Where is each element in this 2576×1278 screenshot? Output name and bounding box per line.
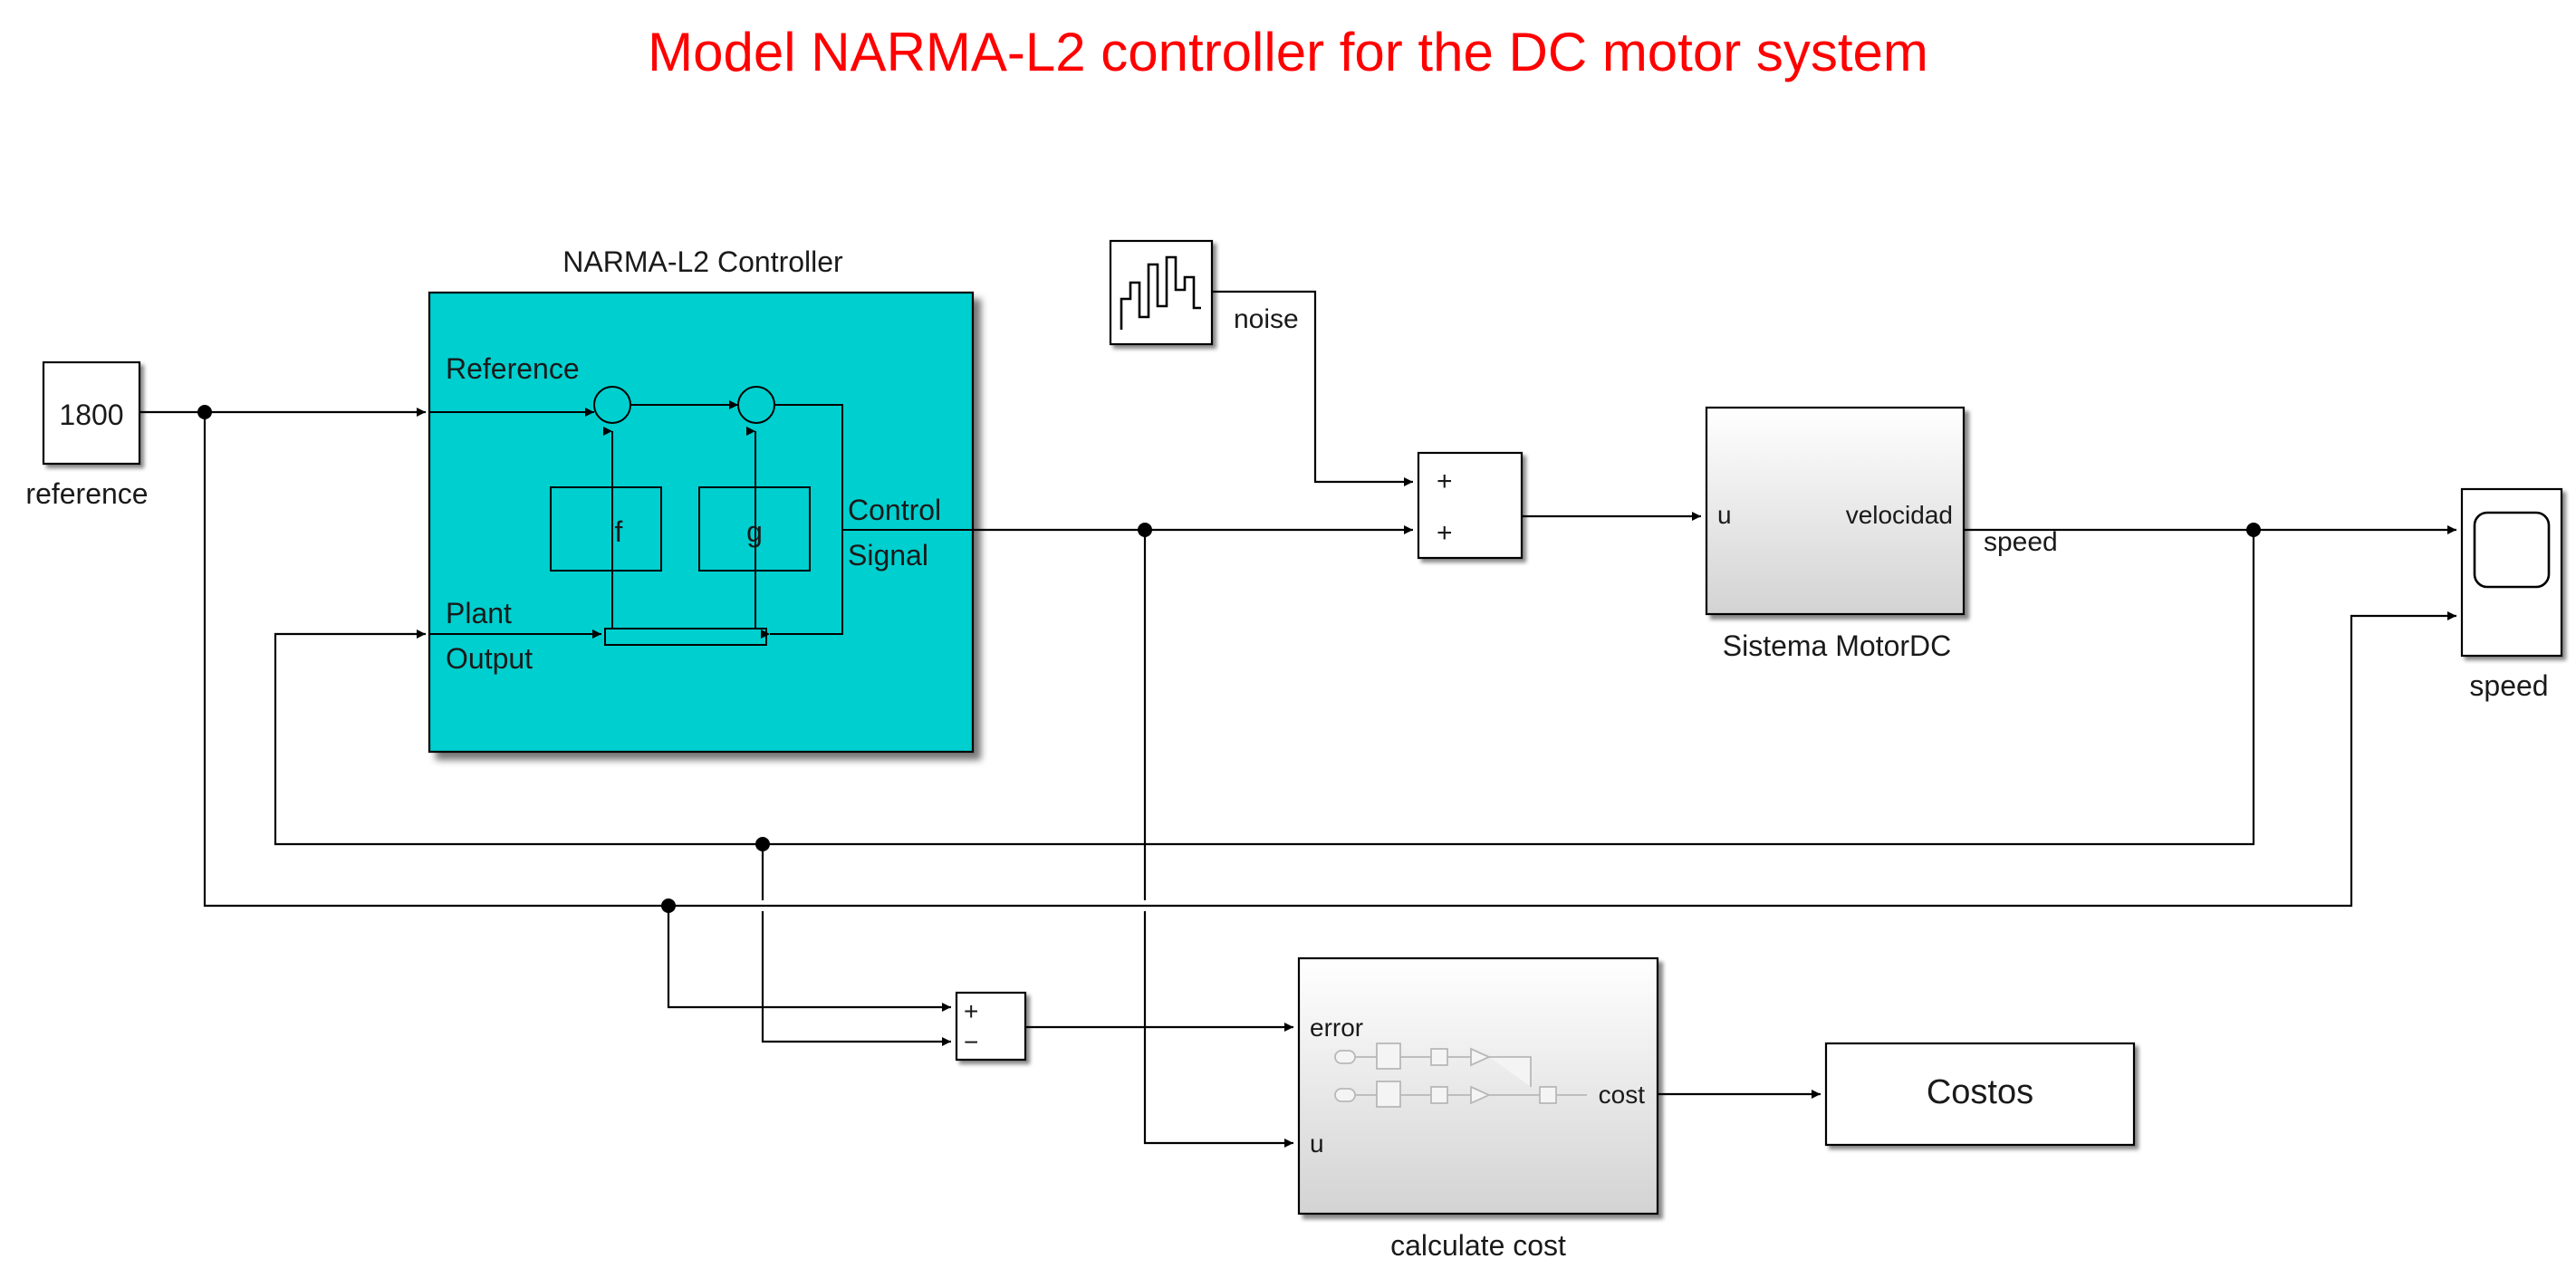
sum-block[interactable]: + +: [1417, 451, 1523, 560]
g-block-label: g: [746, 515, 763, 548]
subsystem-preview-icon: [1334, 1043, 1587, 1108]
reference-value: 1800: [59, 399, 123, 431]
calculate-cost-subsystem[interactable]: error u cost: [1297, 956, 1659, 1216]
sum-sign-1: +: [1437, 466, 1453, 496]
error-sum-block[interactable]: + −: [955, 991, 1027, 1062]
diagram-title: Model NARMA-L2 controller for the DC mot…: [648, 22, 1928, 82]
controller-reference-port: Reference: [446, 352, 580, 385]
error-sum-sign-1: +: [964, 997, 978, 1025]
noise-source-block[interactable]: [1109, 239, 1214, 346]
dc-motor-system-block[interactable]: u velocidad: [1705, 406, 1966, 616]
speed-signal-label: speed: [1984, 527, 2058, 557]
signal-lines: [139, 290, 2456, 1148]
controller-plant-port-line1: Plant: [446, 597, 512, 629]
motor-output-port: velocidad: [1846, 501, 1953, 529]
controller-control-port-line2: Signal: [848, 539, 928, 572]
f-function-block: [550, 486, 662, 572]
motor-block-label: Sistema MotorDC: [1723, 629, 1952, 662]
motor-input-port: u: [1717, 501, 1732, 529]
controller-plant-port-line2: Output: [446, 642, 533, 675]
cost-output-port: cost: [1599, 1081, 1646, 1109]
cost-error-port: error: [1310, 1014, 1363, 1042]
error-sum-sign-2: −: [964, 1028, 978, 1056]
branch-points: [197, 405, 2261, 913]
scope-icon: [2473, 511, 2551, 589]
f-block-label: f: [615, 515, 623, 548]
noise-signal-label: noise: [1234, 304, 1299, 334]
scope-block-label: speed: [2469, 669, 2548, 702]
controller-control-port-line1: Control: [848, 494, 941, 526]
reference-constant-block[interactable]: 1800: [42, 360, 141, 466]
cost-block-label: calculate cost: [1390, 1229, 1566, 1262]
narma-controller-title: NARMA-L2 Controller: [562, 245, 843, 278]
sum-sign-2: +: [1437, 518, 1453, 548]
narma-l2-controller-block[interactable]: Reference f g Plant Output Control Signa…: [428, 291, 975, 754]
cost-u-port: u: [1310, 1129, 1324, 1158]
costos-display-block[interactable]: Costos: [1824, 1042, 2136, 1147]
reference-block-label: reference: [25, 477, 148, 510]
speed-scope-block[interactable]: [2460, 487, 2563, 658]
random-signal-icon: [1120, 255, 1201, 330]
costos-display-value: Costos: [1927, 1073, 2033, 1111]
tapped-delay-line-bar: [604, 628, 767, 646]
